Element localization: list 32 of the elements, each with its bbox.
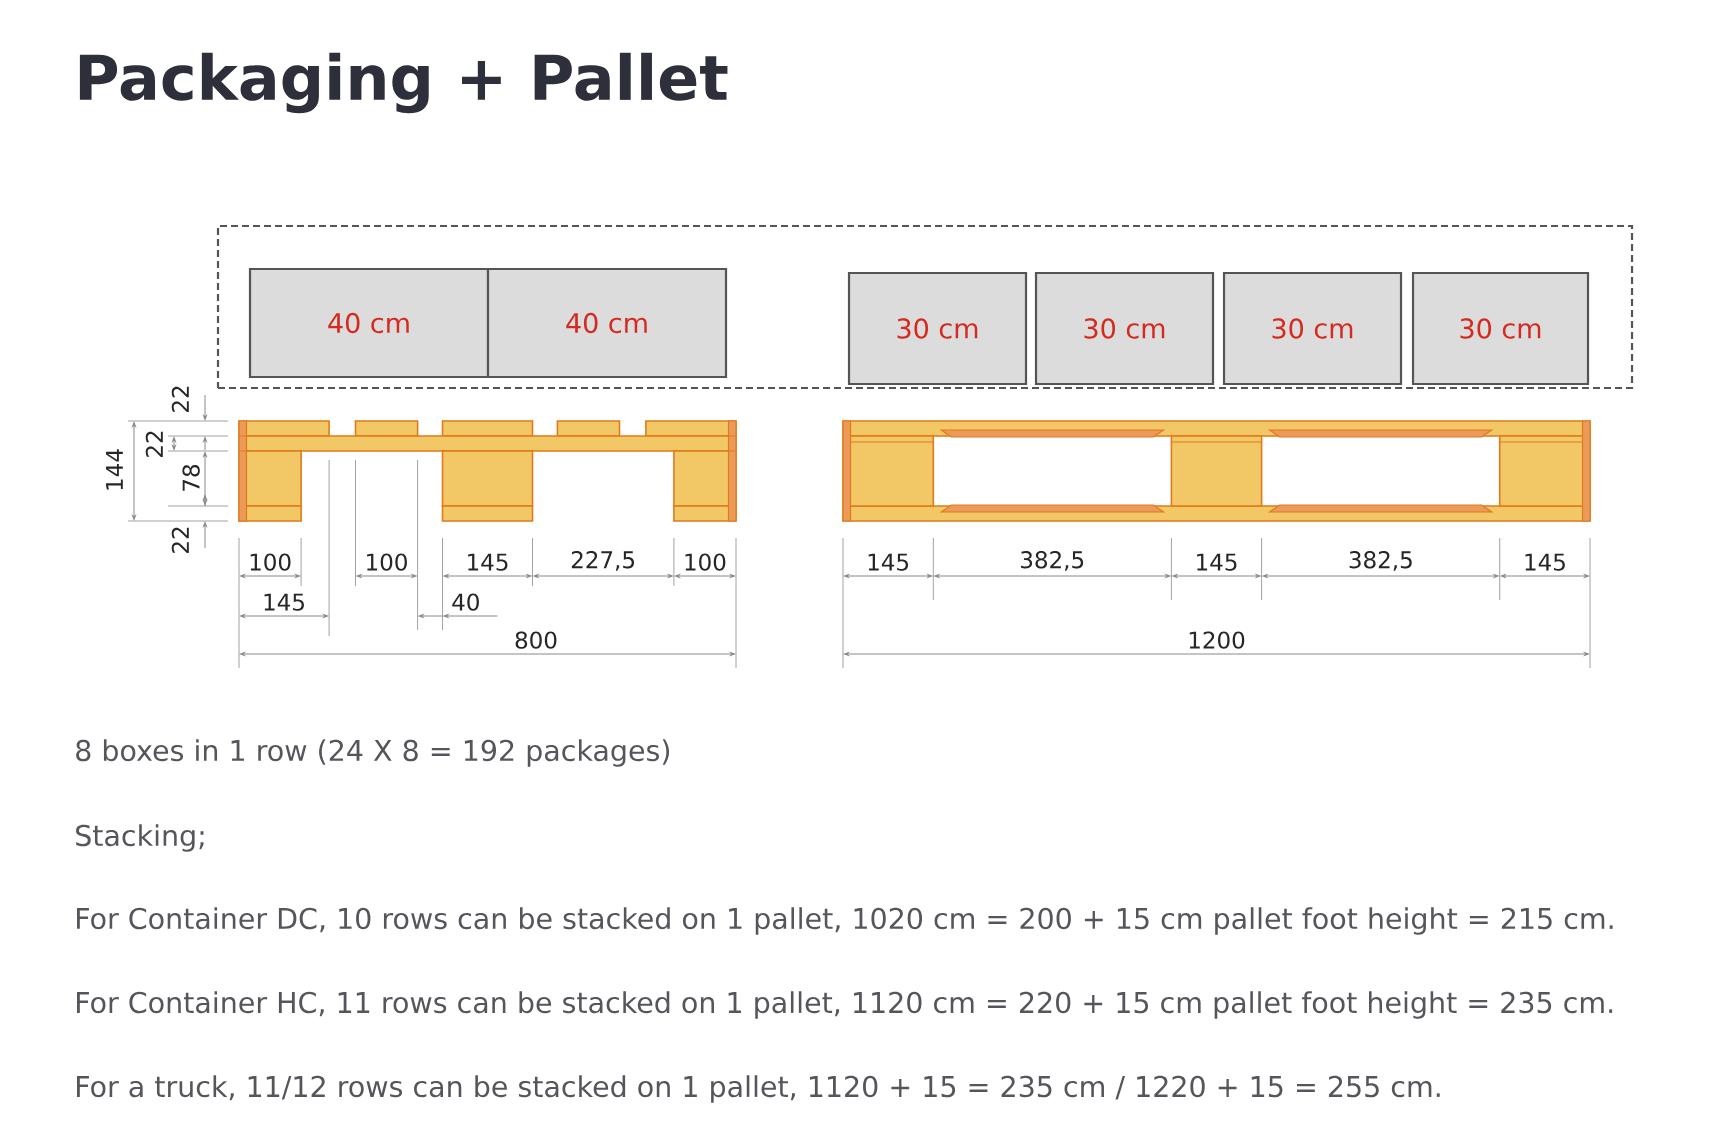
dimension-label: 78 (182, 464, 200, 491)
dimension-label: 22 (171, 386, 189, 412)
dimension-label: 382,5 (1349, 551, 1412, 571)
dimension-label: 100 (367, 553, 407, 571)
dimension-label: 100 (685, 553, 726, 571)
package-box: 40 cm (248, 267, 490, 379)
dimension-label: 145 (1525, 553, 1565, 571)
dimension-label: 382,5 (1021, 551, 1084, 571)
dimension-label: 40 (452, 593, 479, 611)
dimension-label: 800 (515, 631, 557, 649)
package-box: 40 cm (486, 267, 728, 379)
dimension-label: 145 (1197, 553, 1237, 571)
body-text: 8 boxes in 1 row (24 X 8 = 192 packages) (76, 739, 670, 767)
dimension-label: 100 (250, 553, 291, 571)
body-text: Stacking; (76, 824, 204, 852)
dimension-label: 22 (145, 431, 163, 457)
package-box: 30 cm (847, 271, 1028, 386)
body-text: For Container DC, 10 rows can be stacked on 1 pallet, 1020 cm = 200 + 15 cm pallet foot height = 215 cm. (77, 907, 1613, 935)
package-box: 30 cm (1411, 271, 1590, 386)
body-text: For a truck, 11/12 rows can be stacked on 1 pallet, 1120 + 15 = 235 cm / 1220 + 15 = 255 cm. (77, 1075, 1440, 1103)
dimension-label: 22 (171, 527, 189, 553)
dimension-label: 1200 (1189, 631, 1245, 649)
dimension-label: 227,5 (571, 551, 634, 571)
dimension-label: 145 (468, 553, 508, 571)
package-box: 30 cm (1034, 271, 1215, 386)
dimension-label: 144 (106, 449, 123, 490)
dashed-frame (216, 224, 1634, 390)
title: Packaging + Pallet (79, 52, 728, 114)
body-text: For Container HC, 11 rows can be stacked on 1 pallet, 1120 cm = 220 + 15 cm pallet foot height = 235 cm. (77, 991, 1613, 1019)
package-box: 30 cm (1222, 271, 1403, 386)
dimension-label: 145 (868, 553, 909, 571)
dimension-label: 145 (264, 593, 304, 611)
